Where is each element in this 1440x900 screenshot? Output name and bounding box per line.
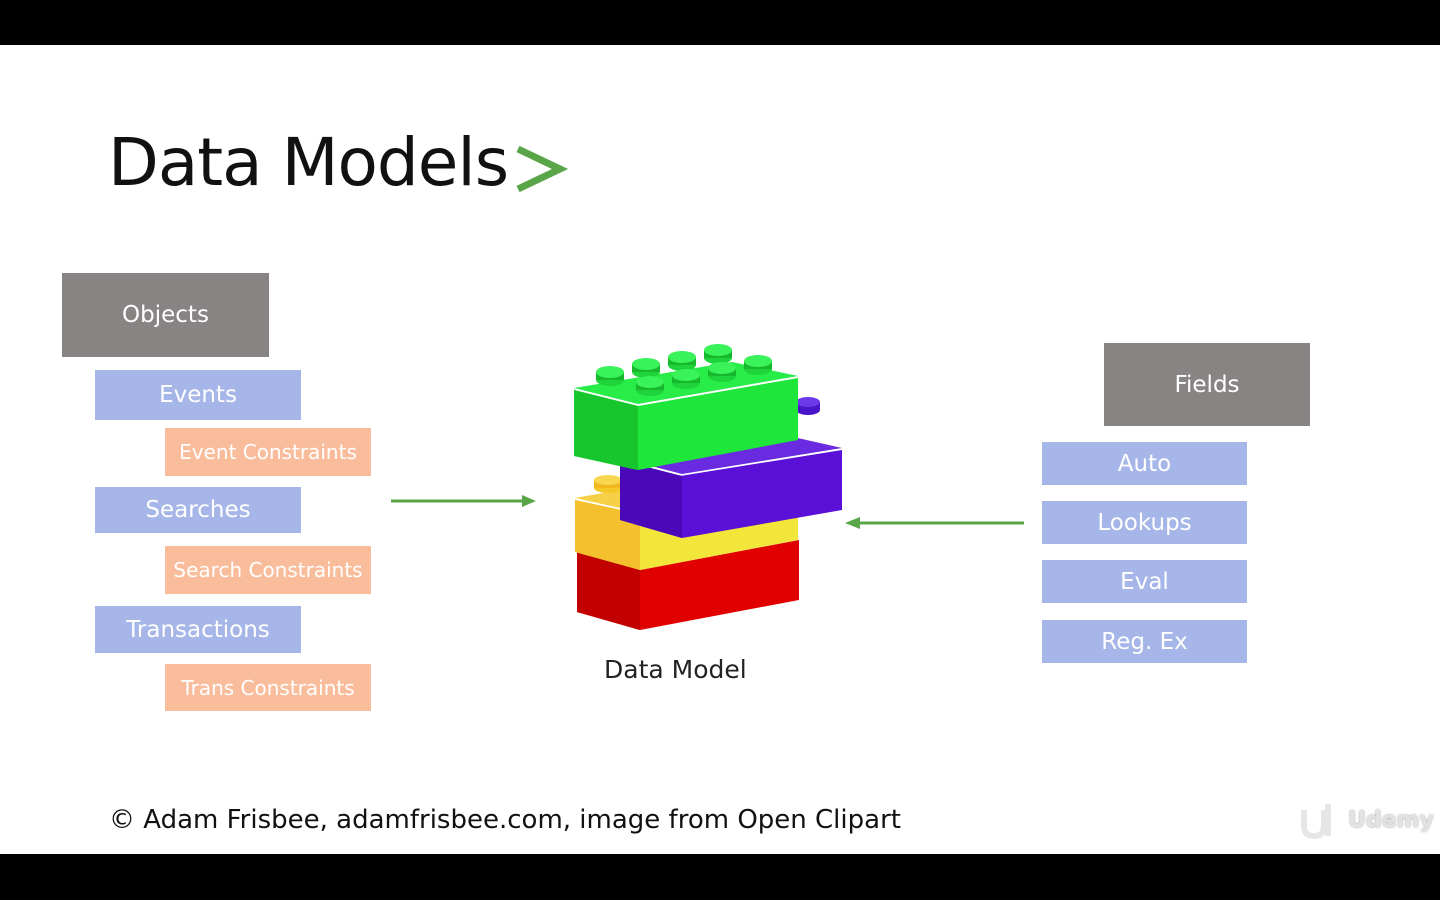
object-item-label: Events: [159, 382, 237, 408]
field-item-label: Eval: [1120, 568, 1169, 595]
udemy-logo-icon: [1301, 804, 1331, 840]
fields-header-label: Fields: [1174, 371, 1240, 398]
objects-header-label: Objects: [122, 302, 209, 328]
constraint-item-label: Search Constraints: [173, 558, 363, 582]
slide-title: Data Models: [108, 124, 509, 201]
field-item-label: Auto: [1117, 450, 1172, 477]
constraint-item-searches: Search Constraints: [165, 546, 371, 594]
field-item-regex: Reg. Ex: [1042, 620, 1247, 663]
constraint-item-transactions: Trans Constraints: [165, 664, 371, 711]
constraint-item-label: Event Constraints: [179, 440, 357, 464]
object-item-transactions: Transactions: [95, 606, 301, 653]
constraint-item-label: Trans Constraints: [181, 675, 355, 700]
objects-header: Objects: [62, 273, 269, 357]
udemy-watermark: Udemy: [1300, 800, 1434, 840]
slide: Data Models Objects Events Event Constra…: [0, 45, 1440, 854]
chevron-right-icon: [516, 145, 569, 193]
field-item-label: Lookups: [1097, 509, 1192, 536]
constraint-item-events: Event Constraints: [165, 428, 371, 476]
object-item-label: Transactions: [126, 616, 270, 643]
fields-header: Fields: [1104, 343, 1310, 426]
lego-bricks-image: [574, 344, 842, 630]
field-item-lookups: Lookups: [1042, 501, 1247, 544]
data-model-caption: Data Model: [604, 655, 747, 684]
arrow-right-icon: [391, 495, 536, 507]
object-item-label: Searches: [145, 497, 251, 523]
object-item-events: Events: [95, 370, 301, 420]
field-item-eval: Eval: [1042, 560, 1247, 603]
object-item-searches: Searches: [95, 487, 301, 533]
field-item-auto: Auto: [1042, 442, 1247, 485]
arrow-left-icon: [845, 517, 1024, 529]
credit-footer: © Adam Frisbee, adamfrisbee.com, image f…: [109, 805, 901, 835]
watermark-text: Udemy: [1348, 807, 1434, 833]
field-item-label: Reg. Ex: [1101, 628, 1188, 655]
